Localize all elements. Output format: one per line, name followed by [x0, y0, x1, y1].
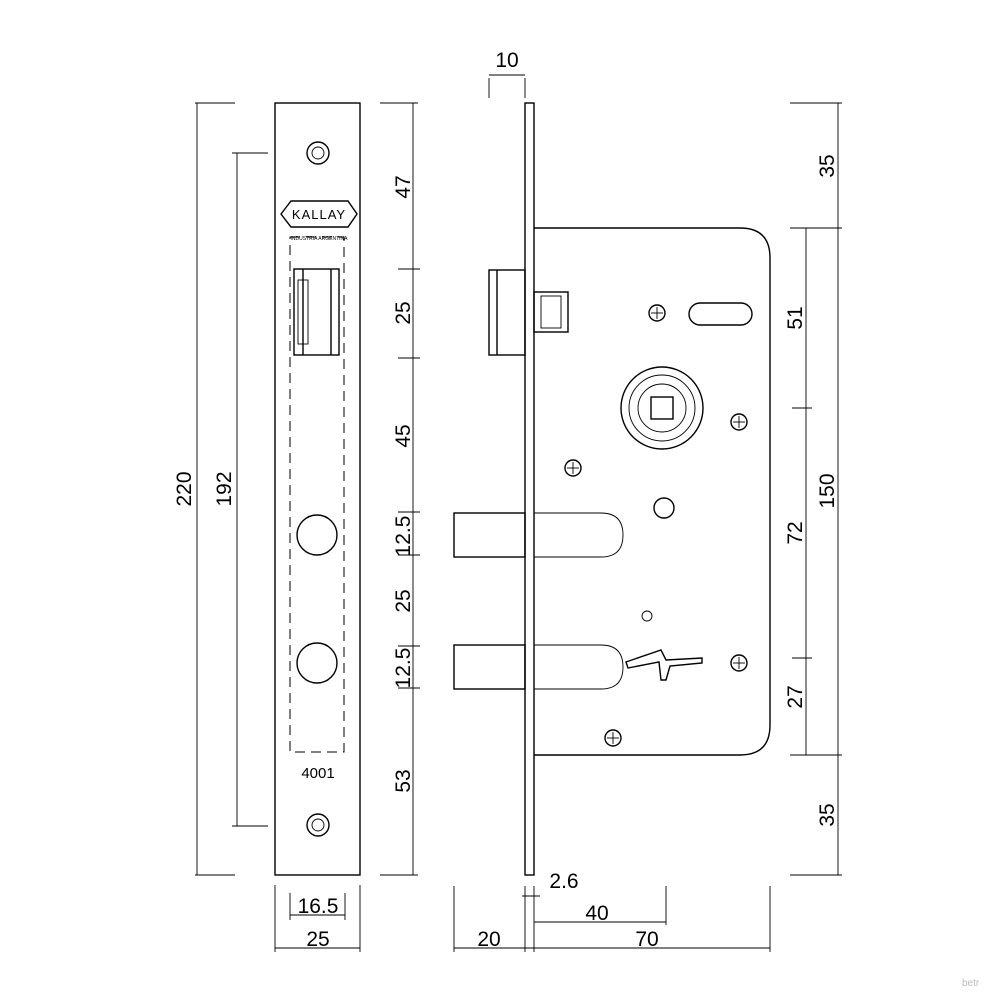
side-front-plate — [524, 102, 535, 876]
dim-screw-spacing: 192 — [213, 471, 236, 506]
dim-faceplate-width: 25 — [306, 928, 329, 951]
case-pin-hole — [653, 497, 675, 519]
faceplate-outline — [274, 102, 361, 876]
case-screw-5 — [604, 729, 622, 747]
side-depth-dimensions: 2.6 40 20 70 — [453, 870, 771, 952]
dim-top-segment: 47 — [392, 175, 415, 198]
key-lever — [625, 649, 703, 681]
case-screw-4 — [730, 654, 748, 672]
faceplate-hidden-body — [289, 236, 345, 753]
case-screw-3 — [564, 459, 582, 477]
dim-handle-to-top: 51 — [784, 306, 807, 329]
dim-total-height: 220 — [173, 471, 196, 506]
dim-plate-thickness: 2.6 — [549, 870, 578, 893]
right-dimensions: 35 150 35 51 72 27 — [784, 102, 842, 876]
faceplate-front-view: KALLAY INDUSTRIA ARGENTINA 4001 — [274, 102, 361, 876]
latch-bolt — [488, 269, 569, 356]
dim-upper-bolt-gap: 12.5 — [392, 516, 415, 557]
dim-latch-height: 25 — [392, 301, 415, 324]
dim-case-depth: 70 — [635, 928, 658, 951]
upper-dead-bolt — [453, 512, 624, 558]
bottom-screw-hole — [306, 813, 330, 837]
dim-case-height: 150 — [816, 473, 839, 508]
handle-follower — [620, 366, 704, 450]
left-dimensions: 220 192 — [173, 102, 268, 876]
brand-logo: KALLAY INDUSTRIA ARGENTINA — [280, 200, 358, 242]
model-number: 4001 — [301, 765, 334, 782]
dim-middle-segment: 45 — [392, 424, 415, 447]
upper-bolt-hole — [296, 514, 338, 556]
latch-opening — [293, 268, 340, 356]
watermark-text: betr — [962, 978, 980, 989]
lower-dead-bolt — [453, 644, 624, 690]
dim-case-top-offset: 35 — [816, 154, 839, 177]
brand-origin: INDUSTRIA ARGENTINA — [291, 236, 349, 242]
dim-front-offset: 20 — [477, 928, 500, 951]
dim-handle-to-key: 72 — [784, 521, 807, 544]
dim-key-to-bottom: 27 — [784, 685, 807, 708]
case-screw-1 — [648, 304, 666, 322]
dim-faceplate-inner-width: 16.5 — [298, 895, 339, 918]
faceplate-thickness-dimension: 10 — [488, 49, 526, 98]
dim-backset: 40 — [585, 902, 608, 925]
dim-bolt-spacing: 25 — [392, 589, 415, 612]
case-small-hole — [641, 610, 653, 622]
brand-name: KALLAY — [292, 207, 346, 222]
lower-bolt-hole — [296, 642, 338, 684]
dim-bottom-segment: 53 — [392, 769, 415, 792]
faceplate-width-dimensions: 16.5 25 — [274, 885, 361, 952]
dim-lower-bolt-gap: 12.5 — [392, 648, 415, 689]
lock-side-view — [453, 102, 771, 876]
case-screw-2 — [730, 413, 748, 431]
case-slot — [688, 302, 753, 326]
dim-case-bottom-offset: 35 — [816, 803, 839, 826]
middle-dimensions: 47 25 45 12.5 25 12.5 53 — [380, 102, 420, 876]
top-screw-hole — [306, 141, 330, 165]
lock-case-body — [534, 227, 771, 756]
dim-faceplate-thickness: 10 — [495, 49, 518, 72]
